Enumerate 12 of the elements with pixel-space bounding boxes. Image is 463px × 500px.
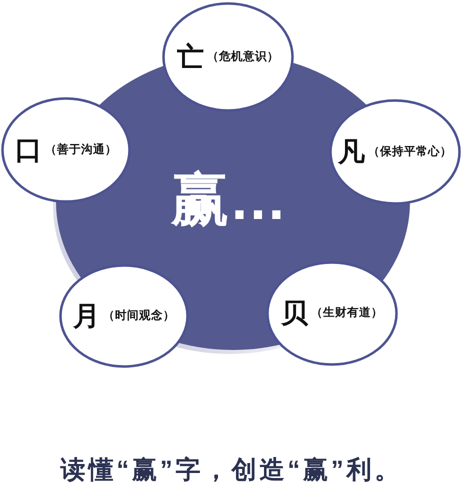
- central-character: 赢…: [171, 170, 287, 230]
- meaning-text: （危机意识）: [207, 50, 279, 64]
- meaning-text: （善于沟通）: [45, 144, 117, 156]
- character-text: 亡: [177, 42, 204, 72]
- meaning-text: （时间观念）: [103, 310, 175, 322]
- meaning-text: （保持平常心）: [368, 146, 452, 158]
- character-text: 凡: [338, 138, 365, 166]
- character-text: 月: [73, 302, 100, 330]
- character-text: 贝: [281, 299, 308, 328]
- meaning-text: （生财有道）: [311, 307, 383, 320]
- caption-text: 读懂“赢”字，创造“赢”利。: [60, 456, 402, 485]
- character-text: 口: [15, 136, 42, 164]
